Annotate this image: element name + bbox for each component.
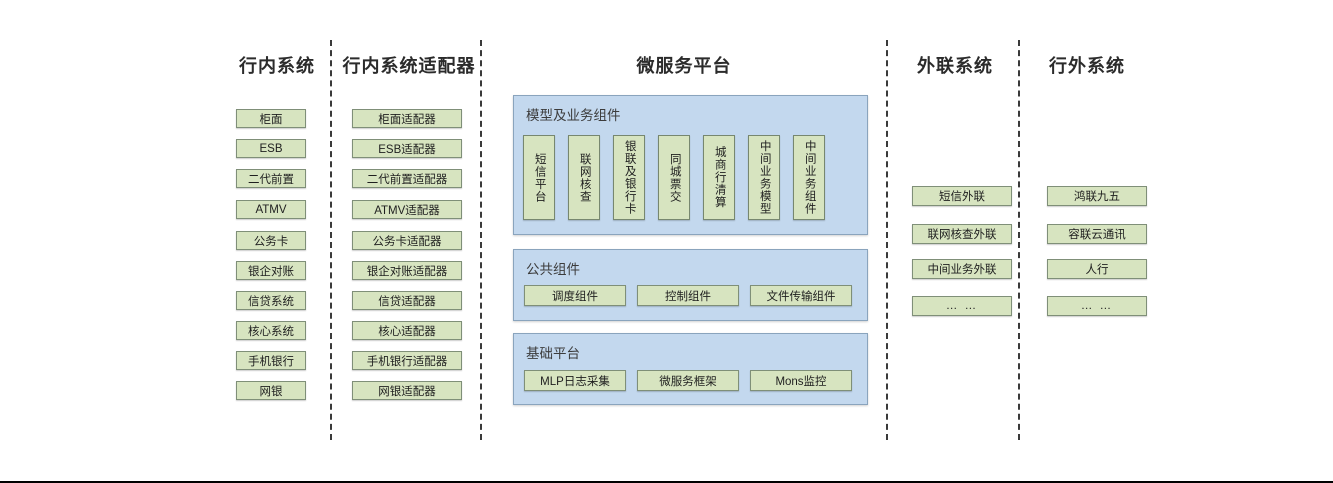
panel-title-base-platform: 基础平台 xyxy=(526,346,580,361)
column-title-microservice-platform: 微服务平台 xyxy=(636,56,732,76)
vnode-label: 城商行清算 xyxy=(713,146,726,209)
node-external-link-system[interactable]: 联网核查外联 xyxy=(912,224,1012,244)
node-internal-adapter[interactable]: 公务卡适配器 xyxy=(352,231,462,250)
node-internal-adapter[interactable]: ESB适配器 xyxy=(352,139,462,158)
node-internal-adapter[interactable]: 核心适配器 xyxy=(352,321,462,340)
node-external-link-system[interactable]: 中间业务外联 xyxy=(912,259,1012,279)
node-outside-bank-system[interactable]: 容联云通讯 xyxy=(1047,224,1147,244)
node-outside-bank-system[interactable]: … … xyxy=(1047,296,1147,316)
vnode-model-component[interactable]: 中间业务模型 xyxy=(748,135,780,220)
node-base-platform-component[interactable]: Mons监控 xyxy=(750,370,852,391)
node-internal-adapter[interactable]: 网银适配器 xyxy=(352,381,462,400)
divider-1 xyxy=(330,40,332,440)
node-internal-system[interactable]: 手机银行 xyxy=(236,351,306,370)
node-internal-system[interactable]: 柜面 xyxy=(236,109,306,128)
divider-4 xyxy=(1018,40,1020,440)
node-outside-bank-system[interactable]: 人行 xyxy=(1047,259,1147,279)
vnode-model-component[interactable]: 城商行清算 xyxy=(703,135,735,220)
vnode-label: 中间业务组件 xyxy=(803,140,816,215)
vnode-label: 银联及银行卡 xyxy=(623,140,636,215)
node-external-link-system[interactable]: 短信外联 xyxy=(912,186,1012,206)
node-public-component[interactable]: 控制组件 xyxy=(637,285,739,306)
node-internal-adapter[interactable]: 手机银行适配器 xyxy=(352,351,462,370)
vnode-model-component[interactable]: 银联及银行卡 xyxy=(613,135,645,220)
node-internal-adapter[interactable]: 信贷适配器 xyxy=(352,291,462,310)
node-internal-system[interactable]: 核心系统 xyxy=(236,321,306,340)
vnode-label: 同城票交 xyxy=(668,152,681,203)
vnode-model-component[interactable]: 联网核查 xyxy=(568,135,600,220)
vnode-model-component[interactable]: 短信平台 xyxy=(523,135,555,220)
panel-base-platform: 基础平台 xyxy=(513,333,868,405)
node-base-platform-component[interactable]: MLP日志采集 xyxy=(524,370,626,391)
node-internal-adapter[interactable]: 柜面适配器 xyxy=(352,109,462,128)
node-internal-system[interactable]: 银企对账 xyxy=(236,261,306,280)
vnode-label: 联网核查 xyxy=(578,152,591,203)
divider-3 xyxy=(886,40,888,440)
divider-2 xyxy=(480,40,482,440)
panel-title-model-business-components: 模型及业务组件 xyxy=(526,108,621,123)
vnode-label: 中间业务模型 xyxy=(758,140,771,215)
node-internal-adapter[interactable]: 二代前置适配器 xyxy=(352,169,462,188)
node-base-platform-component[interactable]: 微服务框架 xyxy=(637,370,739,391)
node-internal-system[interactable]: ESB xyxy=(236,139,306,158)
panel-title-public-components: 公共组件 xyxy=(526,262,580,277)
node-internal-adapter[interactable]: ATMV适配器 xyxy=(352,200,462,219)
column-title-internal-adapters: 行内系统适配器 xyxy=(342,56,476,76)
column-title-outside-bank-systems: 行外系统 xyxy=(1049,56,1125,76)
column-title-internal-systems: 行内系统 xyxy=(239,56,315,76)
vnode-model-component[interactable]: 同城票交 xyxy=(658,135,690,220)
node-internal-system[interactable]: 信贷系统 xyxy=(236,291,306,310)
node-outside-bank-system[interactable]: 鸿联九五 xyxy=(1047,186,1147,206)
node-public-component[interactable]: 调度组件 xyxy=(524,285,626,306)
node-internal-system[interactable]: 网银 xyxy=(236,381,306,400)
vnode-label: 短信平台 xyxy=(533,152,546,203)
node-internal-adapter[interactable]: 银企对账适配器 xyxy=(352,261,462,280)
column-title-external-link-systems: 外联系统 xyxy=(917,56,993,76)
node-external-link-system[interactable]: … … xyxy=(912,296,1012,316)
node-public-component[interactable]: 文件传输组件 xyxy=(750,285,852,306)
node-internal-system[interactable]: ATMV xyxy=(236,200,306,219)
node-internal-system[interactable]: 公务卡 xyxy=(236,231,306,250)
vnode-model-component[interactable]: 中间业务组件 xyxy=(793,135,825,220)
node-internal-system[interactable]: 二代前置 xyxy=(236,169,306,188)
